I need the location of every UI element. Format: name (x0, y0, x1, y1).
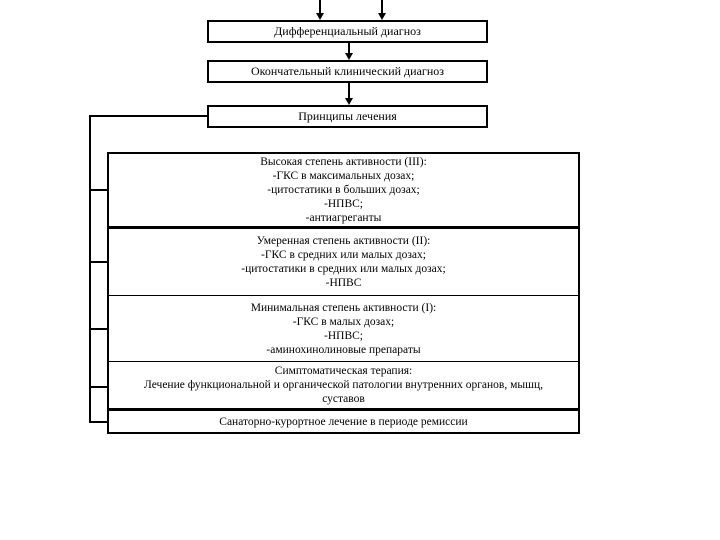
connector-branch-activity-minimal (89, 328, 109, 330)
row-activity-moderate: Умеренная степень активности (II): -ГКС … (109, 229, 578, 296)
text-line: Высокая степень активности (III): (260, 156, 427, 168)
box-final-clinical-diagnosis-label: Окончательный клинический диагноз (251, 64, 444, 78)
box-differential-diagnosis-label: Дифференциальный диагноз (274, 24, 421, 38)
row-symptomatic-therapy: Симптоматическая терапия: Лечение функци… (109, 362, 578, 411)
connector-branch-sanatorium (89, 421, 109, 423)
incoming-arrow-left-stem (319, 0, 321, 13)
text-line: Симптоматическая терапия: (274, 365, 413, 377)
text-line: -цитостатики в больших дозах; (267, 184, 420, 196)
text-line: -ГКС в малых дозах; (292, 315, 395, 328)
arrow-2-head-icon (345, 98, 353, 105)
row-sanatorium-treatment: Санаторно-курортное лечение в периоде ре… (109, 411, 578, 432)
incoming-arrow-left-head-icon (316, 13, 324, 20)
connector-branch-activity-moderate (89, 261, 109, 263)
box-differential-diagnosis: Дифференциальный диагноз (207, 20, 488, 43)
text-line: -ГКС в максимальных дозах; (272, 170, 415, 182)
text-line: -НПВС; (324, 329, 363, 342)
row-activity-high: Высокая степень активности (III): -ГКС в… (109, 154, 578, 229)
text-line: -аминохинолиновые препараты (266, 343, 421, 356)
connector-top-horizontal (89, 115, 207, 117)
treatment-table: Высокая степень активности (III): -ГКС в… (107, 152, 580, 434)
connector-branch-activity-high (89, 189, 109, 191)
incoming-arrow-right-stem (381, 0, 383, 13)
connector-vertical-spine (89, 115, 91, 423)
text-line: -антиагреганты (305, 212, 382, 224)
text-line: Минимальная степень активности (I): (250, 301, 437, 314)
arrow-2-stem (348, 83, 350, 98)
arrow-1-head-icon (345, 53, 353, 60)
text-line: Умеренная степень активности (II): (256, 235, 431, 247)
text-line: -ГКС в средних или малых дозах; (261, 249, 426, 261)
text-line: -НПВС (325, 277, 362, 289)
box-final-clinical-diagnosis: Окончательный клинический диагноз (207, 60, 488, 83)
box-treatment-principles-label: Принципы лечения (298, 109, 397, 123)
connector-branch-symptomatic (89, 386, 109, 388)
arrow-1-stem (348, 43, 350, 53)
text-line: -НПВС; (324, 198, 363, 210)
text-line: -цитостатики в средних или малых дозах; (241, 263, 446, 275)
text-line: Лечение функциональной и органической па… (144, 379, 543, 405)
text-line: Санаторно-курортное лечение в периоде ре… (219, 415, 468, 428)
box-treatment-principles: Принципы лечения (207, 105, 488, 128)
row-activity-minimal: Минимальная степень активности (I): -ГКС… (109, 296, 578, 362)
incoming-arrow-right-head-icon (378, 13, 386, 20)
